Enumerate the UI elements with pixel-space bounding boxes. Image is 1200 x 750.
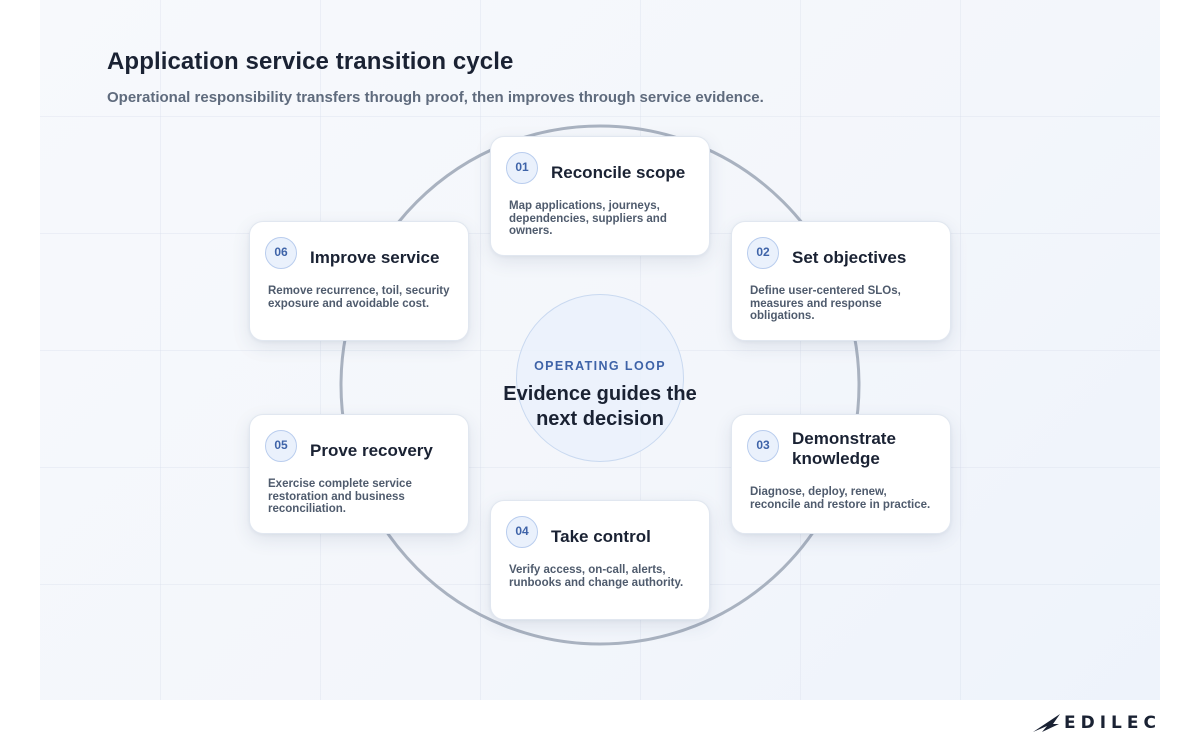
step-title: Prove recovery <box>310 441 433 460</box>
grid-line <box>40 467 1160 468</box>
step-card-prove-recovery: 05 Prove recovery Exercise complete serv… <box>249 414 469 534</box>
step-description: Verify access, on-call, alerts, runbooks… <box>509 564 684 589</box>
grid-line <box>800 0 801 700</box>
step-title: Take control <box>551 527 651 546</box>
center-text: Evidence guides the next decision <box>503 383 697 430</box>
grid-line <box>160 0 161 700</box>
brand-logo: EDILEC <box>1032 712 1157 734</box>
grid-line <box>320 0 321 700</box>
center-hub <box>516 294 684 462</box>
step-number-badge: 02 <box>747 237 779 269</box>
grid-line <box>960 0 961 700</box>
center-kicker: OPERATING LOOP <box>534 359 666 373</box>
step-description: Remove recurrence, toil, security exposu… <box>268 285 450 310</box>
step-description: Define user-centered SLOs, measures and … <box>750 285 901 322</box>
page-subtitle: Operational responsibility transfers thr… <box>107 89 764 106</box>
step-number-badge: 03 <box>747 430 779 462</box>
step-card-reconcile-scope: 01 Reconcile scope Map applications, jou… <box>490 136 710 256</box>
step-title: Reconcile scope <box>551 163 686 182</box>
cycle-ring-path <box>339 124 861 646</box>
step-description: Map applications, journeys, dependencies… <box>509 200 667 237</box>
grid-line <box>40 116 1160 117</box>
step-card-set-objectives: 02 Set objectives Define user-centered S… <box>731 221 951 341</box>
brand-mark-icon <box>1033 714 1060 732</box>
step-description: Exercise complete service restoration an… <box>268 478 412 515</box>
step-description: Diagnose, deploy, renew, reconcile and r… <box>750 486 931 511</box>
step-title: Demonstrate knowledge <box>792 429 896 468</box>
step-card-demonstrate-knowledge: 03 Demonstrate knowledge Diagnose, deplo… <box>731 414 951 534</box>
brand-name: EDILEC <box>1064 713 1161 733</box>
step-title: Set objectives <box>792 248 907 267</box>
step-number-badge: 05 <box>265 430 297 462</box>
step-number-badge: 06 <box>265 237 297 269</box>
step-number-badge: 04 <box>506 516 538 548</box>
grid-line <box>480 0 481 700</box>
step-title: Improve service <box>310 248 440 267</box>
step-card-improve-service: 06 Improve service Remove recurrence, to… <box>249 221 469 341</box>
step-card-take-control: 04 Take control Verify access, on-call, … <box>490 500 710 620</box>
page-title: Application service transition cycle <box>107 48 514 75</box>
step-number-badge: 01 <box>506 152 538 184</box>
